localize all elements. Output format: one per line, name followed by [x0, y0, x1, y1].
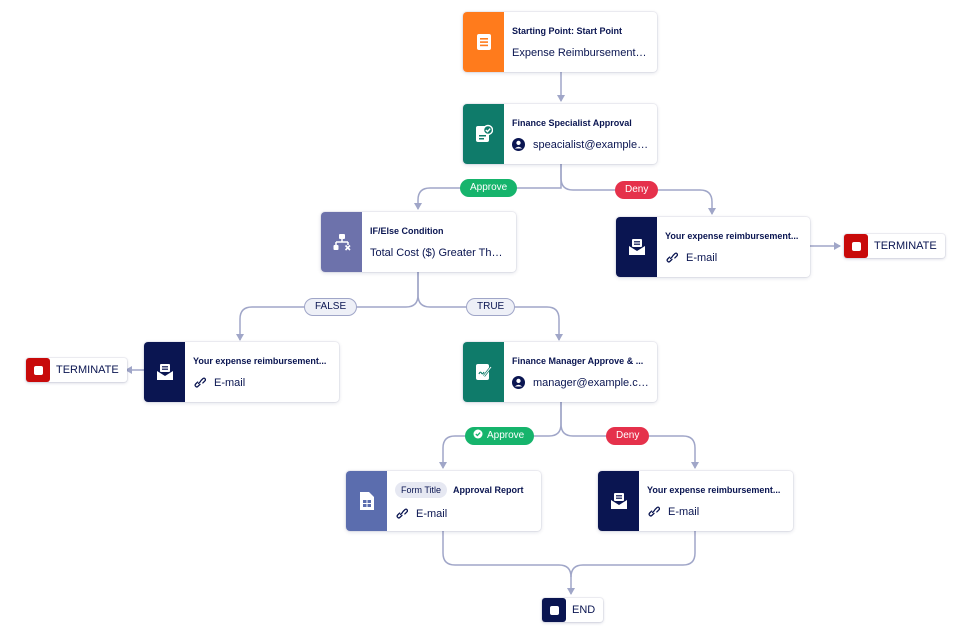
end-label: END [572, 604, 596, 616]
start-node[interactable]: Starting Point: Start Point Expense Reim… [463, 12, 657, 72]
stop-icon [542, 598, 566, 622]
condition-title: IF/Else Condition [370, 225, 444, 236]
specialist-approval-title: Finance Specialist Approval [512, 117, 632, 128]
condition-expression: Total Cost ($) Greater Than " [370, 246, 508, 259]
link-icon [194, 377, 206, 388]
approve-pill-2[interactable]: Approve [465, 427, 535, 445]
email-false-title: Your expense reimbursement... [193, 355, 327, 366]
connector-specialist-condition [414, 163, 562, 210]
stop-icon [844, 234, 868, 258]
terminate-node-right[interactable]: TERMINATE [844, 234, 945, 258]
connector-report-end [442, 531, 575, 595]
link-icon [396, 508, 408, 519]
manager-approval-node[interactable]: Finance Manager Approve & ... manager@ex… [463, 342, 657, 402]
email-deny-1-subtitle: E-mail [686, 251, 718, 264]
user-icon [512, 376, 525, 389]
report-icon [346, 471, 387, 531]
start-node-title: Starting Point: Start Point [512, 25, 622, 36]
terminate-left-label: TERMINATE [56, 364, 119, 376]
connector-deny2-end [570, 531, 696, 578]
email-icon [598, 471, 639, 531]
terminate-node-left[interactable]: TERMINATE [26, 358, 127, 382]
terminate-right-label: TERMINATE [874, 240, 937, 252]
start-node-subtitle: Expense Reimbursement F... [512, 46, 649, 59]
false-pill[interactable]: FALSE [304, 298, 358, 316]
link-icon [648, 506, 660, 517]
deny-pill-1[interactable]: Deny [615, 181, 659, 199]
email-deny-1-title: Your expense reimbursement... [665, 230, 799, 241]
if-else-condition-node[interactable]: IF/Else Condition Total Cost ($) Greater… [321, 212, 516, 272]
approval-report-title: Approval Report [453, 484, 524, 495]
email-deny-2-subtitle: E-mail [668, 505, 700, 518]
approve-check-icon [473, 429, 483, 439]
email-icon [144, 342, 185, 402]
approval-report-node[interactable]: Form Title Approval Report E-mail [346, 471, 541, 531]
email-false-subtitle: E-mail [214, 376, 246, 389]
email-deny-2-title: Your expense reimbursement... [647, 484, 781, 495]
deny-pill-2[interactable]: Deny [606, 427, 650, 445]
approval-check-icon [463, 104, 504, 164]
email-deny-node-2[interactable]: Your expense reimbursement... E-mail [598, 471, 793, 531]
approve-pill-1[interactable]: Approve [460, 179, 518, 197]
email-icon [616, 217, 657, 277]
condition-branch-icon [321, 212, 362, 272]
manager-approval-title: Finance Manager Approve & ... [512, 355, 644, 366]
stop-icon [26, 358, 50, 382]
link-icon [666, 252, 678, 263]
specialist-approval-assignee: speacialist@example.... [533, 138, 649, 151]
end-node[interactable]: END [542, 598, 604, 622]
email-deny-node-1[interactable]: Your expense reimbursement... E-mail [616, 217, 810, 277]
approval-report-subtitle: E-mail [416, 507, 448, 520]
true-pill[interactable]: TRUE [466, 298, 516, 316]
form-title-chip: Form Title [395, 481, 448, 498]
email-false-node[interactable]: Your expense reimbursement... E-mail [144, 342, 339, 402]
manager-approval-assignee: manager@example.com [533, 376, 649, 389]
user-icon [512, 138, 525, 151]
approval-sign-icon [463, 342, 504, 402]
approve-pill-2-label: Approve [487, 430, 525, 441]
specialist-approval-node[interactable]: Finance Specialist Approval speacialist@… [463, 104, 657, 164]
form-icon [463, 12, 504, 72]
